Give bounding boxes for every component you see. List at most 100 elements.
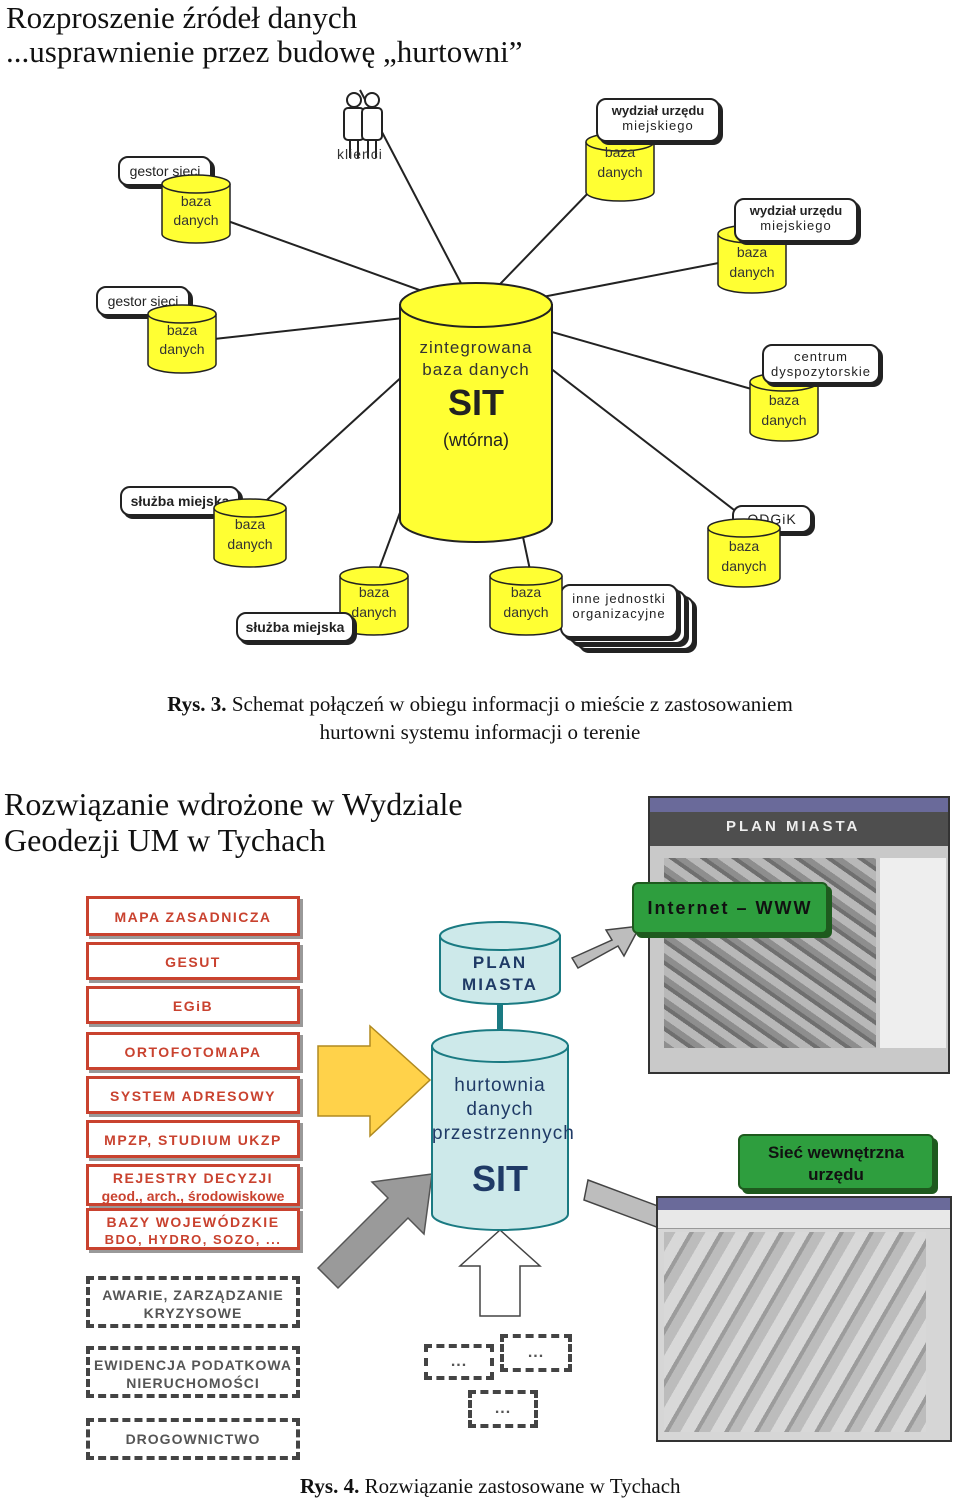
plan-miasta-line1: PLAN (472, 953, 528, 972)
figure3-caption: Rys. 3. Schemat połączeń w obiegu inform… (0, 692, 960, 717)
yellow-arrow (317, 1024, 432, 1138)
figure3-text-1: Schemat połączeń w obiegu informacji o m… (231, 692, 793, 716)
hurtownia-label: hurtownia danych przestrzennych (432, 1074, 575, 1146)
center-wtorna: (wtórna) (442, 430, 509, 450)
db-label-wydzial1-b: danych (597, 164, 643, 180)
center-line2: baza danych (422, 360, 530, 379)
node-centrum-line2: dyspozytorskie (771, 364, 871, 379)
plan-miasta-cylinder (439, 921, 561, 1005)
future-ewidencja: EWIDENCJA PODATKOWA NIERUCHOMOŚCI (86, 1346, 300, 1398)
node-gestor-sieci-2: gestor sieci (96, 286, 190, 316)
layer-list (880, 858, 946, 1048)
future-drogownictwo: DROGOWNICTWO (86, 1418, 300, 1460)
webmap-title: PLAN MIASTA (726, 818, 861, 835)
node-wydzial-1-line2: miejskiego (622, 118, 694, 133)
hurtownia-line3: przestrzennych (432, 1123, 575, 1144)
db-label-odgik-a: baza (728, 538, 760, 554)
db-cylinder-gestor2 (147, 304, 217, 374)
source-bazy-line1: BAZY WOJEWÓDZKIE (106, 1214, 280, 1230)
plan-miasta-line2: MIASTA (462, 975, 538, 994)
source-ortofotomapa: ORTOFOTOMAPA (86, 1032, 300, 1070)
node-wydzial-2: wydział urzędu miejskiego (734, 198, 858, 242)
network-diagram (204, 89, 791, 581)
source-egib: EGiB (86, 986, 300, 1024)
future-ewidencja-line2: NIERUCHOMOŚCI (126, 1375, 260, 1391)
future-box-3: ... (468, 1390, 538, 1428)
intranet-screenshot (656, 1196, 952, 1442)
page-title-line1: Rozproszenie źródeł danych (6, 0, 358, 35)
future-box-2: ... (500, 1334, 572, 1372)
future-box-1: ... (424, 1344, 494, 1380)
node-wydzial-1-line1: wydział urzędu (611, 103, 705, 118)
source-rejestry-line1: REJESTRY DECYZJI (112, 1170, 274, 1186)
center-sit: SIT (447, 382, 504, 423)
node-inne-line2: organizacyjne (572, 606, 666, 621)
node-centrum-line1: centrum (794, 349, 848, 364)
white-up-arrow (458, 1228, 542, 1317)
hurtownia-sit: SIT (471, 1158, 528, 1199)
node-wydzial-2-line1: wydział urzędu (749, 203, 843, 218)
hurtownia-line2: danych (466, 1099, 534, 1120)
source-gesut: GESUT (86, 942, 300, 980)
db-label-wydzial2-b: danych (729, 264, 775, 280)
source-bazy-line2: BDO, HYDRO, SOZO, ... (104, 1232, 282, 1247)
internet-www-box: Internet – WWW (632, 882, 828, 934)
webmap-header: PLAN MIASTA (650, 812, 948, 846)
db-label-sluzba2-a: baza (358, 584, 390, 600)
center-line1: zintegrowana (419, 338, 533, 357)
figure4-caption: Rys. 4. Rozwiązanie zastosowane w Tychac… (300, 1474, 760, 1499)
browser-titlebar (650, 798, 948, 812)
db-label-centrum-b: danych (761, 412, 807, 428)
source-rejestry-line2: geod., arch., środowiskowe (101, 1188, 285, 1204)
future-awarie: AWARIE, ZARZĄDZANIE KRYZYSOWE (86, 1276, 300, 1328)
source-mpzp: MPZP, STUDIUM UKZP (86, 1120, 300, 1158)
page-title-line2: ...usprawnienie przez budowę „hurtowni” (6, 34, 523, 69)
grey-diagonal-arrow (316, 1173, 433, 1290)
db-cylinder-inne (489, 566, 563, 636)
clients-icon (343, 92, 383, 158)
future-ewidencja-line1: EWIDENCJA PODATKOWA (94, 1357, 292, 1373)
db-cylinder-odgik (707, 518, 781, 588)
intranet-box: Sieć wewnętrzna urzędu (738, 1134, 934, 1190)
klienci-label: klienci (337, 146, 383, 162)
source-system-adresowy: SYSTEM ADRESOWY (86, 1076, 300, 1114)
figure3-label: Rys. 3. (167, 692, 227, 716)
db-label-gestor2-b: danych (159, 341, 205, 357)
node-centrum: centrum dyspozytorskie (762, 344, 880, 384)
plan-miasta-label: PLAN MIASTA (440, 952, 560, 996)
node-inne-line1: inne jednostki (572, 591, 666, 606)
intranet-titlebar (658, 1198, 950, 1210)
central-database (399, 282, 553, 543)
db-cylinder-sluzba1 (213, 498, 287, 568)
intranet-line1: Sieć wewnętrzna (767, 1143, 905, 1162)
db-label-sluzba1-a: baza (234, 516, 266, 532)
intranet-map (664, 1232, 926, 1432)
db-label-gestor1-a: baza (180, 193, 212, 209)
intranet-toolbar (658, 1210, 950, 1229)
node-sluzba-2: służba miejska (236, 612, 354, 642)
hurtownia-cylinder (431, 1029, 569, 1231)
node-inne-jednostki: inne jednostki organizacyjne (560, 584, 678, 638)
section2-title-line1: Rozwiązanie wdrożone w Wydziale (4, 786, 463, 822)
db-cylinder-gestor1 (161, 174, 231, 244)
section2-title-line2: Geodezji UM w Tychach (4, 822, 326, 858)
future-awarie-line1: AWARIE, ZARZĄDZANIE (102, 1287, 284, 1303)
hurtownia-line1: hurtownia (454, 1075, 546, 1096)
db-label-wydzial1-a: baza (604, 144, 636, 160)
source-rejestry: REJESTRY DECYZJI geod., arch., środowisk… (86, 1164, 300, 1206)
db-label-inne-a: baza (510, 584, 542, 600)
webmap-screenshot: PLAN MIASTA (648, 796, 950, 1074)
figure3-text-2: hurtowni systemu informacji o terenie (319, 720, 641, 744)
arrow-to-internet (570, 925, 642, 970)
figure4-text: Rozwiązanie zastosowane w Tychach (364, 1474, 681, 1498)
intranet-line2: urzędu (808, 1165, 864, 1184)
db-label-gestor2-a: baza (166, 322, 198, 338)
db-label-inne-b: danych (503, 604, 549, 620)
node-wydzial-1: wydział urzędu miejskiego (596, 98, 720, 142)
figure4-label: Rys. 4. (300, 1474, 360, 1498)
source-bazy-wojewodzkie: BAZY WOJEWÓDZKIE BDO, HYDRO, SOZO, ... (86, 1208, 300, 1250)
db-label-centrum-a: baza (768, 392, 800, 408)
db-label-sluzba1-b: danych (227, 536, 273, 552)
db-label-sluzba2-b: danych (351, 604, 397, 620)
source-mapa-zasadnicza: MAPA ZASADNICZA (86, 896, 300, 936)
